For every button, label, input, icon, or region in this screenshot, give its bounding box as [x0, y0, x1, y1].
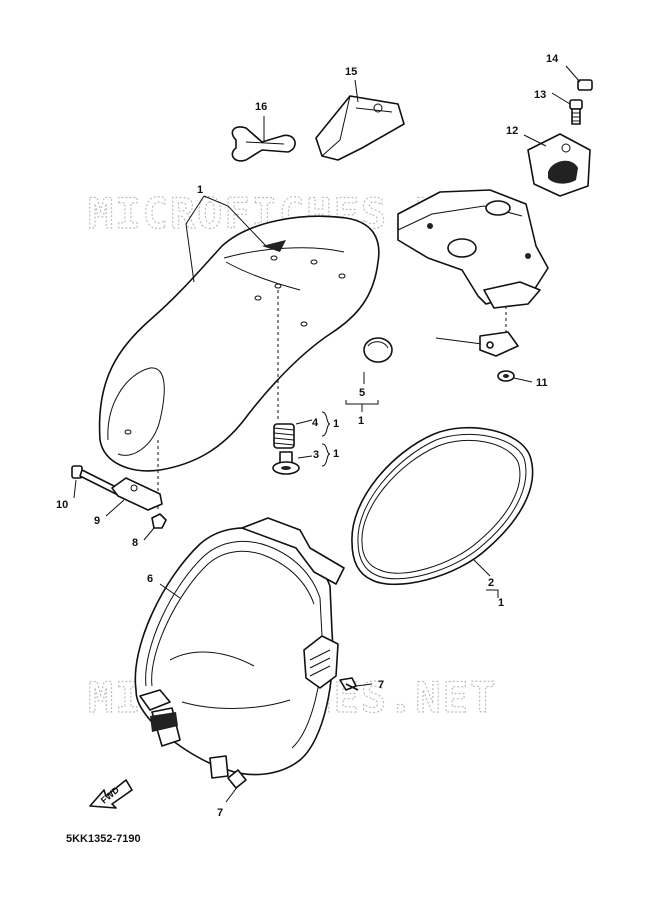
- leader-2: [473, 559, 491, 577]
- leader-6: [159, 583, 181, 599]
- leader-10: [73, 479, 77, 499]
- callout-13: 13: [534, 89, 546, 101]
- part-1-seat: [98, 215, 380, 472]
- part-9-bracket: [111, 477, 163, 511]
- leader-4: [295, 419, 313, 425]
- part-16-strap: [231, 126, 296, 162]
- ref-3: 1: [333, 448, 339, 460]
- callout-5: 5: [359, 387, 365, 399]
- part-4-spring: [273, 423, 295, 449]
- brace-5: [345, 400, 379, 412]
- brace-2: [486, 589, 499, 598]
- part-7-screw-b: [227, 769, 247, 789]
- leader-12: [523, 134, 547, 147]
- part-2-seal: [351, 426, 534, 586]
- callout-4: 4: [312, 417, 319, 429]
- callout-6: 6: [147, 573, 153, 585]
- part-6-storage-box: [134, 517, 345, 779]
- part-latch: [435, 331, 519, 357]
- brace-3: [321, 443, 331, 467]
- callout-12: 12: [506, 125, 518, 137]
- leader-14: [565, 65, 581, 83]
- callout-15: 15: [345, 66, 357, 78]
- part-11-nut: [497, 370, 515, 382]
- leader-15: [354, 79, 359, 103]
- leader-13: [551, 92, 571, 105]
- callout-7b: 7: [217, 807, 223, 819]
- callout-8: 8: [132, 537, 138, 549]
- hinge-bracket-assembly: [397, 189, 549, 309]
- part-13-bolt: [569, 99, 583, 125]
- callout-11: 11: [536, 377, 548, 389]
- leader-9: [105, 499, 125, 517]
- leader-3: [297, 455, 313, 459]
- part-15-cover: [315, 95, 405, 161]
- ref-4: 1: [333, 418, 339, 430]
- ref-2: 1: [498, 597, 504, 609]
- callout-7a: 7: [378, 679, 384, 691]
- leader-7b: [225, 785, 239, 803]
- part-5-bumper: [363, 337, 393, 363]
- callout-9: 9: [94, 515, 100, 527]
- callout-2: 2: [488, 577, 494, 589]
- leader-1: [185, 195, 267, 283]
- part-10-bolt: [71, 465, 123, 497]
- part-12-bracket: [527, 133, 591, 197]
- fwd-arrow-icon: FWD: [89, 779, 133, 809]
- callout-14: 14: [546, 53, 559, 65]
- part-3-stopper: [272, 451, 300, 475]
- callout-1: 1: [197, 184, 203, 196]
- callout-16: 16: [255, 101, 267, 113]
- ref-5: 1: [358, 415, 364, 427]
- brace-4: [321, 411, 331, 437]
- diagram-code: 5KK1352-7190: [66, 833, 141, 845]
- leader-8: [143, 527, 155, 541]
- leader-11: [513, 377, 533, 383]
- part-8-nut: [151, 513, 167, 529]
- part-14-cap: [577, 79, 593, 91]
- leader-7a: [355, 683, 373, 687]
- callout-10: 10: [56, 499, 68, 511]
- callout-3: 3: [313, 449, 319, 461]
